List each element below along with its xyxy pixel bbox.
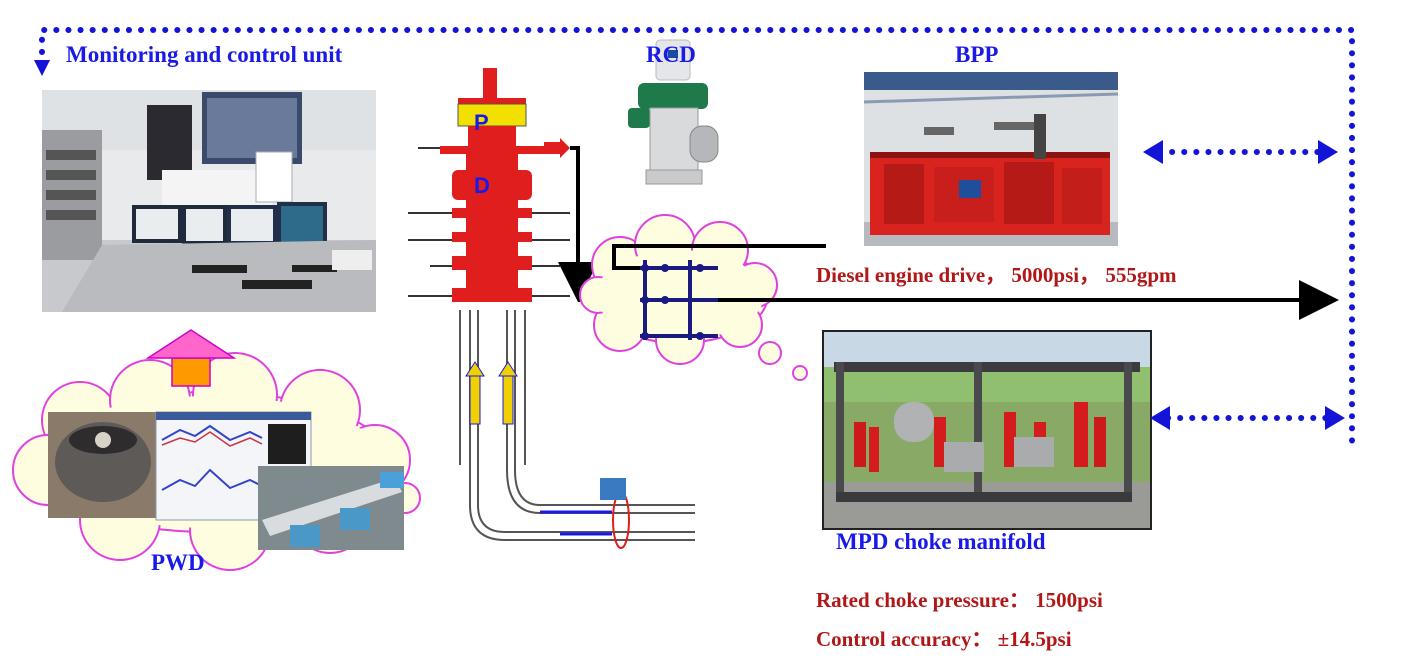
choke-manifold-label: MPD choke manifold bbox=[836, 529, 1046, 554]
return-flow-down bbox=[558, 146, 598, 302]
manifold-schematic bbox=[640, 260, 718, 340]
monitoring-unit-label: Monitoring and control unit bbox=[66, 42, 343, 67]
upload-arrow-icon bbox=[145, 329, 237, 387]
arrow-left-bpp-icon bbox=[1143, 140, 1163, 164]
svg-text:D: D bbox=[474, 173, 490, 198]
choke-pressure-label: Rated choke pressure： 1500psi bbox=[816, 588, 1103, 612]
bpp-label: BPP bbox=[955, 42, 999, 67]
downhole-sensor bbox=[600, 478, 626, 500]
bpp-feed-line bbox=[612, 244, 826, 270]
bpp-spec-label: Diesel engine drive， 5000psi， 555gpm bbox=[816, 263, 1177, 287]
arrow-right-choke-icon bbox=[1325, 406, 1345, 430]
rcd-device-photo bbox=[618, 38, 728, 188]
signal-down-arrow-icon bbox=[34, 60, 50, 76]
svg-text:P: P bbox=[474, 110, 489, 135]
choke-manifold-photo bbox=[822, 330, 1152, 530]
monitoring-room-photo bbox=[42, 90, 376, 312]
pwd-sub-photo bbox=[258, 466, 404, 550]
rcd-label: RCD bbox=[646, 42, 696, 67]
manifold-valves bbox=[641, 264, 704, 340]
arrow-left-choke-icon bbox=[1150, 406, 1170, 430]
signal-loop-line bbox=[39, 27, 1355, 451]
wellbore-flow-arrows bbox=[465, 361, 612, 536]
arrow-right-bpp-icon bbox=[1318, 140, 1338, 164]
signal-loop bbox=[39, 27, 1355, 451]
pwd-label: PWD bbox=[151, 550, 205, 575]
choke-accuracy-label: Control accuracy： ±14.5psi bbox=[816, 627, 1072, 651]
pwd-tool-photo bbox=[48, 412, 158, 518]
wellbore bbox=[459, 310, 695, 541]
wellhead-stack: P D bbox=[408, 68, 570, 302]
bpp-photo bbox=[864, 72, 1118, 246]
